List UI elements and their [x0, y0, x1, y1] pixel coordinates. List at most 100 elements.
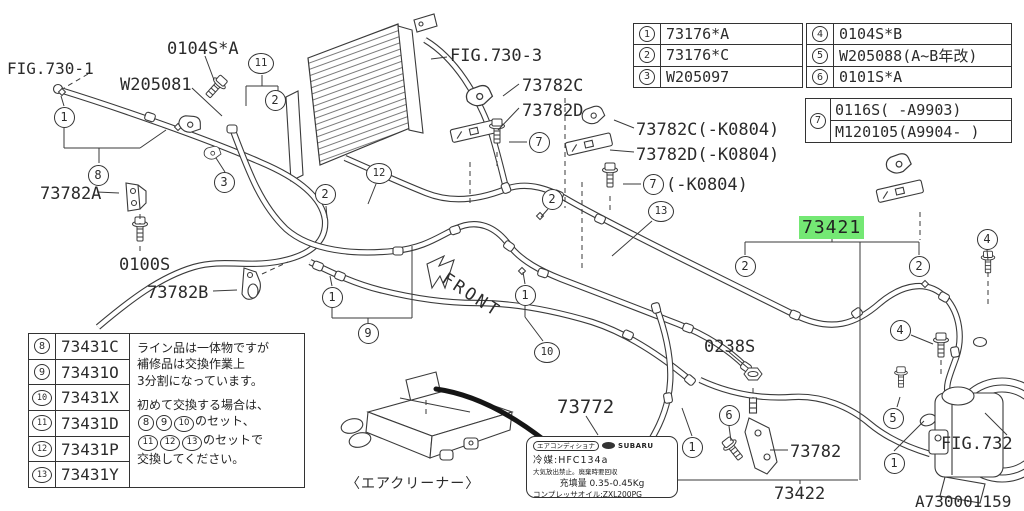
- air-cleaner-drawing: [340, 386, 547, 461]
- part-number-cell[interactable]: 73431C: [61, 336, 119, 356]
- row-number-cell: 1: [634, 24, 661, 45]
- circled-1: 1: [639, 26, 655, 43]
- parts-table-row[interactable]: 2 73176*C: [634, 44, 802, 66]
- fig-730-3-label[interactable]: FIG.730-3: [450, 46, 543, 66]
- part-73782c-k0804-label[interactable]: 73782C(-K0804): [636, 120, 780, 140]
- callout-2[interactable]: 2: [734, 255, 756, 277]
- row-number-cell: 2: [634, 45, 661, 66]
- callout-9[interactable]: 9: [357, 322, 379, 344]
- part-73772-label[interactable]: 73772: [557, 396, 615, 418]
- row-number-cell: 3: [634, 66, 661, 87]
- note-line: 交換してください。: [137, 451, 245, 466]
- callout-2[interactable]: 2: [908, 255, 930, 277]
- circled-12: 12: [160, 434, 180, 451]
- callout-5[interactable]: 5: [882, 407, 904, 429]
- part-number-cell[interactable]: 73431D: [61, 413, 119, 433]
- leader-lines: [60, 55, 1008, 484]
- sticker-refrigerant-line: 冷媒:HFC134a: [533, 455, 609, 466]
- callout-7[interactable]: 7: [642, 173, 664, 195]
- circled-10: 10: [174, 416, 194, 433]
- parts-table-row[interactable]: 4 0104S*B: [807, 24, 1011, 44]
- highlighted-part-73421[interactable]: 73421: [799, 216, 865, 239]
- part-0104s-a-label[interactable]: 0104S*A: [167, 39, 239, 59]
- part-number-cell[interactable]: 73431O: [61, 362, 119, 382]
- part-73422-label[interactable]: 73422: [774, 484, 826, 504]
- callout-7[interactable]: 7: [528, 131, 550, 153]
- callout-11[interactable]: 11: [248, 52, 274, 74]
- part-w205081-label[interactable]: W205081: [120, 75, 192, 95]
- part-73782c-label[interactable]: 73782C: [522, 76, 584, 96]
- note-line: 3分割になっています。: [137, 373, 263, 388]
- callout-4[interactable]: 4: [976, 228, 998, 250]
- part-number-cell[interactable]: 0104S*B: [839, 25, 903, 43]
- part-number-cell[interactable]: M120105(A9904- ): [831, 120, 1011, 142]
- callout-1[interactable]: 1: [53, 106, 75, 128]
- parts-table-row[interactable]: 1 73176*A: [634, 24, 802, 45]
- bracket-73782: [744, 417, 778, 475]
- callout-13[interactable]: 13: [648, 200, 674, 222]
- callout-1[interactable]: 1: [514, 284, 536, 306]
- circled-4: 4: [812, 26, 828, 42]
- parts-table-row[interactable]: 12 73431P: [29, 435, 129, 462]
- parts-table-row[interactable]: 3 W205097: [634, 65, 802, 87]
- diagram-id-stamp: A730001159: [915, 492, 1012, 511]
- assembly-dashed-lines: [63, 73, 989, 414]
- callout-2[interactable]: 2: [541, 188, 563, 210]
- fig-730-1-label[interactable]: FIG.730-1: [7, 59, 94, 78]
- part-number-cell[interactable]: W205097: [666, 67, 730, 86]
- part-73782-label[interactable]: 73782: [790, 442, 842, 462]
- part-number-cell[interactable]: 73431X: [61, 388, 119, 408]
- callout-1[interactable]: 1: [681, 436, 703, 458]
- callout-8[interactable]: 8: [87, 164, 109, 186]
- row-number-cell: 9: [29, 359, 56, 385]
- part-73782b-label[interactable]: 73782B: [147, 283, 209, 303]
- part-number-cell[interactable]: 73431P: [61, 439, 119, 459]
- circled-8: 8: [34, 338, 50, 355]
- part-73782d-k0804-label[interactable]: 73782D(-K0804): [636, 145, 780, 165]
- part-73782d-label[interactable]: 73782D: [522, 101, 584, 121]
- part-number-cell[interactable]: 0116S( -A9903): [835, 100, 962, 119]
- circled-5: 5: [812, 47, 828, 64]
- part-0238s-label[interactable]: 0238S: [704, 337, 756, 357]
- callout-4[interactable]: 4: [889, 319, 911, 341]
- callout-12[interactable]: 12: [366, 162, 392, 184]
- row-number-cell: 8: [29, 334, 56, 359]
- subaru-logo-icon: [602, 442, 616, 449]
- callout-1[interactable]: 1: [321, 286, 343, 308]
- circled-12: 12: [32, 441, 52, 458]
- part-number-cell[interactable]: 73176*C: [666, 46, 730, 65]
- air-cleaner-caption: 〈エアクリーナー〉: [346, 476, 481, 492]
- parts-table-1-3: 1 73176*A 2 73176*C 3 W205097: [633, 23, 803, 88]
- circled-9: 9: [34, 364, 50, 380]
- part-number-cell[interactable]: 73431Y: [61, 465, 119, 485]
- callout-1[interactable]: 1: [883, 452, 905, 474]
- parts-table-row[interactable]: 9 73431O: [29, 358, 129, 385]
- fig-732-label[interactable]: FIG.732: [941, 434, 1013, 454]
- part-0100s-label[interactable]: 0100S: [119, 255, 171, 275]
- leader-swoosh: [433, 386, 547, 443]
- callout-2[interactable]: 2: [264, 89, 286, 111]
- callout-10[interactable]: 10: [534, 341, 560, 363]
- parts-table-row[interactable]: 8 73431C: [29, 334, 129, 359]
- part-number-cell[interactable]: W205088(A~B年改): [839, 47, 978, 65]
- callout-6[interactable]: 6: [718, 404, 740, 426]
- callout-2[interactable]: 2: [314, 183, 336, 205]
- condenser-drawing: [285, 13, 438, 182]
- part-number-cell[interactable]: 73176*A: [666, 25, 730, 44]
- note-line: ライン品は一体物ですが: [137, 341, 270, 355]
- refrigerant-sticker: エアコンディショナ SUBARU 冷媒:HFC134a 大気放出禁止。廃棄時要回…: [526, 436, 678, 499]
- part-73782a-label[interactable]: 73782A: [40, 184, 102, 204]
- circled-9: 9: [156, 415, 172, 432]
- callout-3[interactable]: 3: [213, 171, 235, 193]
- parts-table-row[interactable]: 5 W205088(A~B年改): [807, 44, 1011, 66]
- part-number-cell[interactable]: 0101S*A: [839, 68, 903, 86]
